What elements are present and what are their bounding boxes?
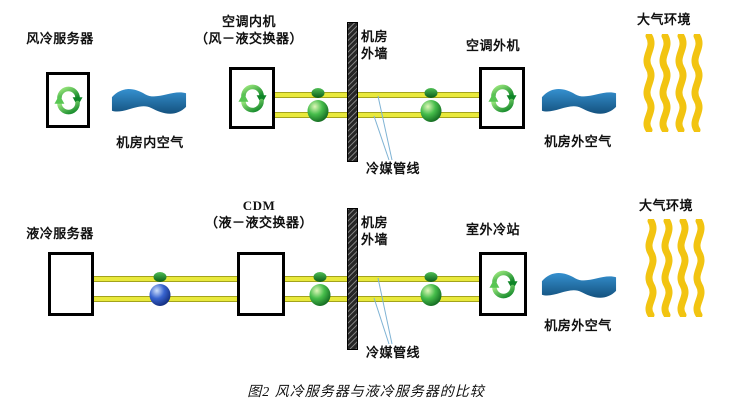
wall-label-line2: 外墙 — [361, 46, 389, 61]
atmosphere-label: 大气环境 — [638, 198, 693, 213]
outdoor-cooling-station-box — [479, 252, 527, 316]
atmosphere-label: 大气环境 — [636, 12, 691, 27]
cycle-icon — [487, 84, 517, 112]
wall-label-line2: 外墙 — [361, 232, 389, 247]
indoor-air-wave-icon — [110, 83, 188, 121]
refrigerant-line-label: 冷媒管线 — [366, 161, 421, 176]
refrigerant-pointer-lines — [373, 95, 393, 161]
refrigerant-pipe — [275, 92, 480, 98]
liquid-server-box — [48, 252, 94, 316]
refrigerant-pipe — [285, 276, 480, 282]
wall-label-line1: 机房 — [361, 215, 389, 230]
pump-icon — [420, 88, 442, 122]
pump-icon — [309, 272, 331, 306]
outdoor-cooling-station-label: 室外冷站 — [465, 222, 520, 237]
refrigerant-pipe — [275, 112, 480, 118]
indoor-air-label: 机房内空气 — [116, 135, 184, 150]
pump-icon — [307, 88, 329, 122]
outdoor-air-label: 机房外空气 — [544, 134, 612, 149]
cdm-box — [237, 252, 285, 316]
liquid-server-label: 液冷服务器 — [26, 226, 94, 241]
indoor-ac-unit-box — [229, 67, 275, 129]
indoor-ac-unit-label-line1: 空调内机 — [221, 14, 276, 29]
cycle-icon — [237, 84, 267, 112]
refrigerant-pointer-lines — [373, 277, 393, 345]
outdoor-air-wave-icon — [540, 83, 618, 121]
figure-caption: 图2 风冷服务器与液冷服务器的比较 — [247, 385, 485, 400]
indoor-ac-unit-label-line2: （风－液交换器） — [194, 31, 303, 46]
indoor-ac-unit-label: 空调内机 （风－液交换器） — [185, 13, 313, 47]
outdoor-air-label: 机房外空气 — [544, 318, 612, 333]
cycle-icon — [53, 86, 83, 114]
pump-icon — [420, 272, 442, 306]
air-server-label: 风冷服务器 — [26, 31, 94, 46]
machine-room-wall — [347, 22, 358, 162]
outdoor-ac-unit-box — [479, 67, 525, 129]
wall-label-line1: 机房 — [361, 29, 389, 44]
refrigerant-line-label: 冷媒管线 — [366, 345, 421, 360]
pump-icon-blue — [149, 272, 171, 306]
air-server-box — [46, 72, 90, 128]
wall-label: 机房 外墙 — [361, 214, 388, 248]
cycle-icon — [488, 270, 518, 298]
machine-room-wall — [347, 208, 358, 350]
cdm-label: CDM （液－液交换器） — [195, 197, 323, 231]
cdm-label-line2: （液－液交换器） — [204, 215, 313, 230]
atmosphere-waves-icon — [644, 217, 706, 322]
outdoor-ac-unit-label: 空调外机 — [465, 38, 520, 53]
cdm-label-line1: CDM — [242, 198, 276, 213]
outdoor-air-wave-icon — [540, 267, 618, 305]
atmosphere-waves-icon — [642, 32, 704, 137]
wall-label: 机房 外墙 — [361, 28, 388, 62]
